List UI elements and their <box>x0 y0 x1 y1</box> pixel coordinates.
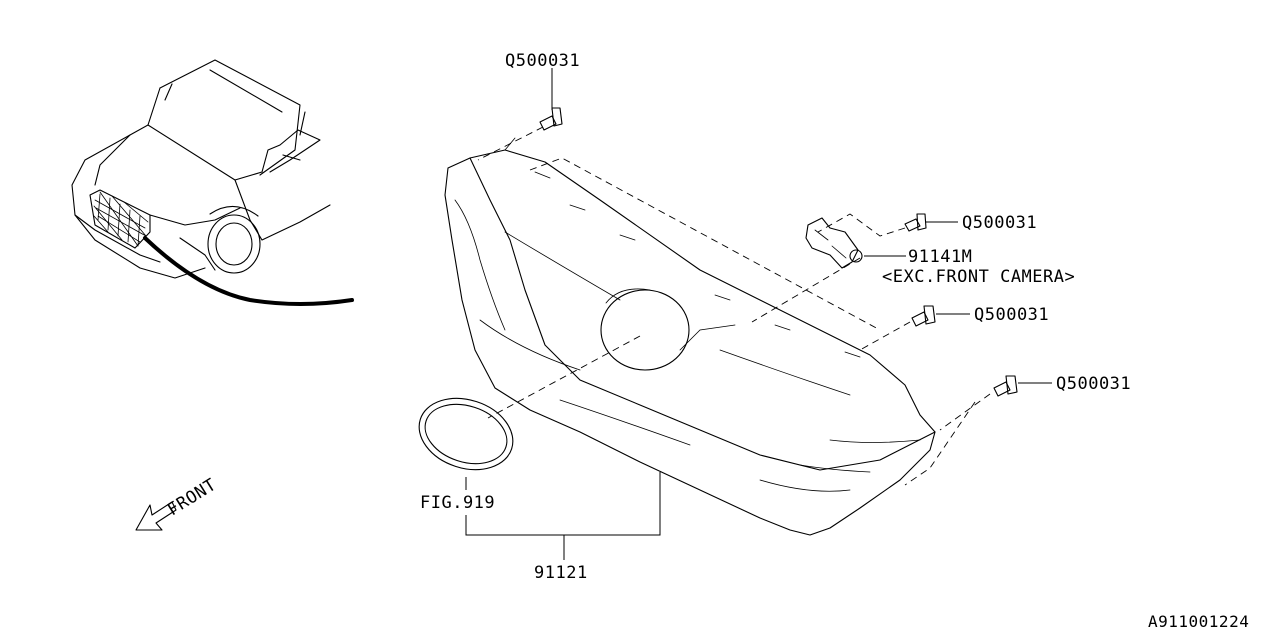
front-grille <box>444 137 936 536</box>
bolt-mid-right <box>911 305 936 327</box>
front-label: FRONT <box>164 475 220 520</box>
grille-part-label: 91121 <box>534 563 588 583</box>
camera-bracket <box>805 217 863 269</box>
vehicle-overview-illustration <box>71 59 354 306</box>
emblem <box>418 397 514 471</box>
bolt-mid-right-label: Q500031 <box>974 305 1049 325</box>
bolt-top-label: Q500031 <box>505 51 580 71</box>
bolt-top <box>539 107 563 131</box>
bolt-upper-right <box>904 213 927 232</box>
front-direction-arrow: FRONT <box>135 475 220 531</box>
diagram-id-label: A911001224 <box>1148 612 1249 631</box>
emblem-ref-label[interactable]: FIG.919 <box>420 493 495 513</box>
bracket-part-label: 91141M <box>908 247 972 267</box>
grille-location-leader <box>143 236 354 306</box>
bolt-lower-right <box>993 375 1018 397</box>
assembly-lines <box>477 126 991 486</box>
bracket-note-label: <EXC.FRONT CAMERA> <box>882 267 1075 287</box>
leader-lines <box>465 68 1052 560</box>
bolt-upper-right-label: Q500031 <box>962 213 1037 233</box>
bolt-lower-right-label: Q500031 <box>1056 374 1131 394</box>
